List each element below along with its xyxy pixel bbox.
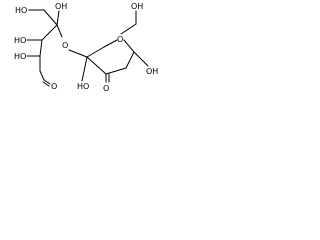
label-o-glycosidic: O bbox=[62, 41, 68, 50]
atom-labels: HO OH HO HO O O O OH OH HO O bbox=[14, 2, 158, 93]
label-ho-c4: HO bbox=[14, 36, 26, 45]
bond-c4-o-glycosidic bbox=[56, 24, 63, 38]
label-ho-ring-left: HO bbox=[77, 82, 89, 91]
bond-c6-c5 bbox=[43, 9, 58, 26]
bond-c1-o-double bbox=[43, 79, 51, 85]
bond-ring-1 bbox=[86, 46, 105, 58]
bond-c5-c4 bbox=[41, 24, 58, 41]
bond-ring-2 bbox=[103, 39, 118, 48]
label-o-aldehyde: O bbox=[51, 82, 57, 91]
bond-ring-5 bbox=[105, 67, 127, 75]
bond-c2-c1 bbox=[39, 70, 45, 81]
bond-c4-c3 bbox=[39, 39, 43, 57]
bond-ch2oh bbox=[120, 23, 137, 35]
bond-c5-oh bbox=[56, 10, 60, 26]
bond-ring-6 bbox=[86, 56, 107, 75]
bond-o-c1prime bbox=[68, 49, 88, 58]
bond-ring-oh-right bbox=[133, 51, 149, 67]
label-oh-ring-right: OH bbox=[146, 67, 158, 76]
label-ho-top: HO bbox=[15, 6, 27, 15]
label-oh-ch2oh: OH bbox=[131, 2, 143, 11]
bond-ring-4 bbox=[125, 51, 135, 69]
label-o-ketone: O bbox=[103, 84, 109, 93]
disaccharide-structure: HO OH HO HO O O O OH OH HO O bbox=[14, 2, 158, 93]
bond-c1-o-double-2 bbox=[42, 81, 50, 87]
label-ho-c3: HO bbox=[14, 52, 26, 61]
bond-ring-oh-left bbox=[81, 56, 88, 82]
label-oh-top: OH bbox=[55, 2, 67, 11]
bonds bbox=[26, 9, 149, 87]
bond-ring-3 bbox=[123, 39, 135, 53]
label-o-ring: O bbox=[117, 35, 123, 44]
